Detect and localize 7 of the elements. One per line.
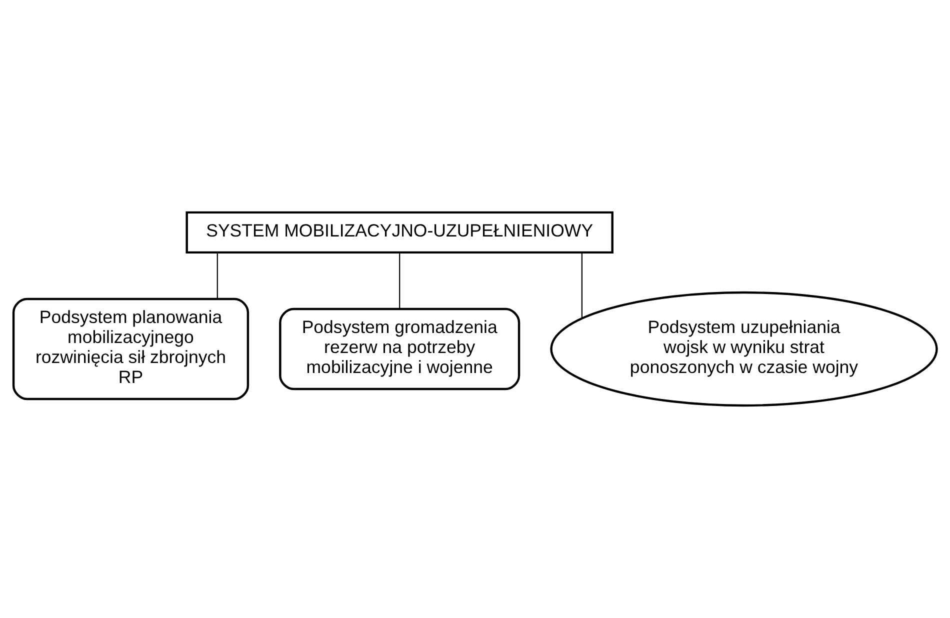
node-box: SYSTEM MOBILIZACYJNO-UZUPEŁNIENIOWY xyxy=(186,211,614,254)
node-box: Podsystem gromadzenia rezerw na potrzeby mobilizacyjne i wojenne xyxy=(279,308,520,390)
connector xyxy=(399,252,400,309)
node-ellipse: Podsystem uzupełniania wojsk w wyniku strat ponoszonych w czasie wojny xyxy=(550,291,938,407)
connector xyxy=(216,252,218,299)
connector xyxy=(581,252,582,318)
node-box: Podsystem planowania mobilizacyjnego rozwinięcia sił zbrojnych RP xyxy=(12,298,250,400)
